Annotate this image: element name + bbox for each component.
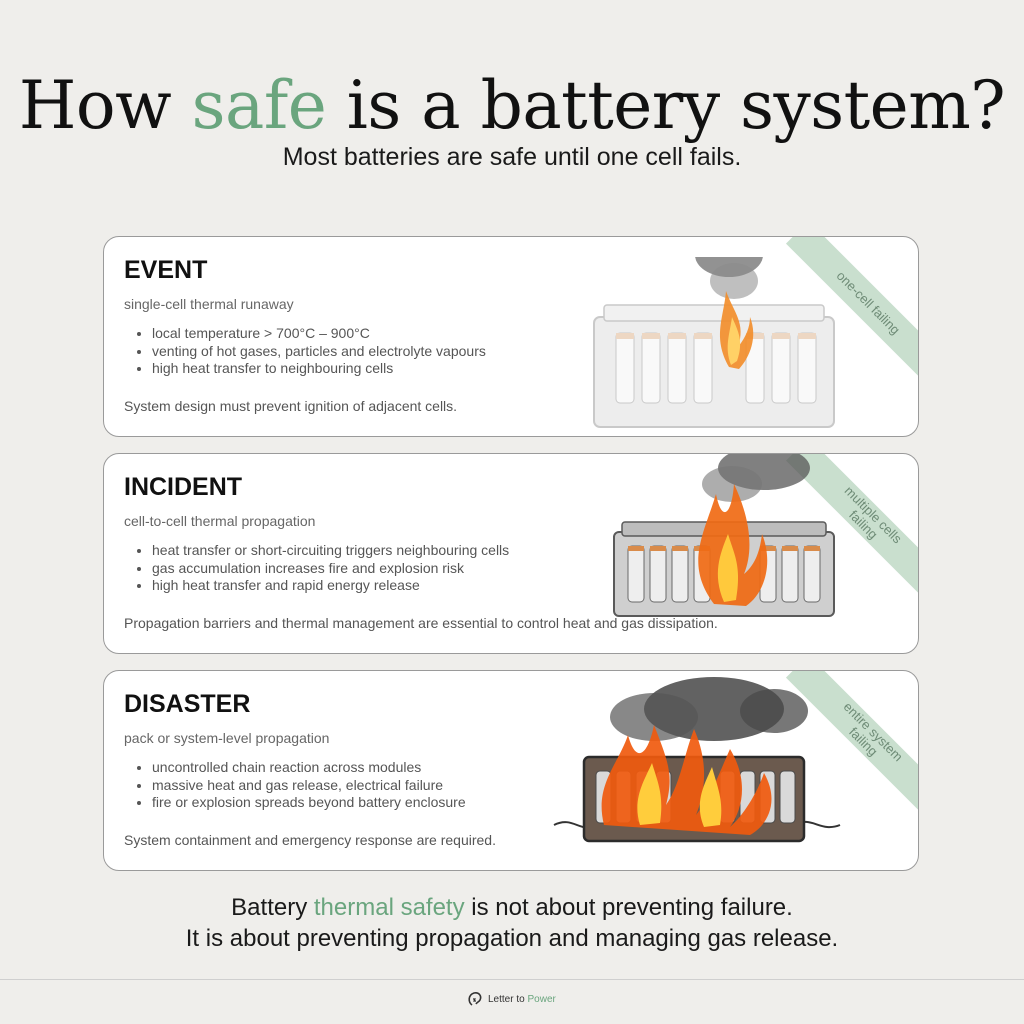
- card-bullet: high heat transfer to neighbouring cells: [152, 360, 486, 378]
- card-bullet-list: heat transfer or short-circuiting trigge…: [124, 542, 509, 595]
- footer-divider: [0, 979, 1024, 980]
- card-bullet: local temperature > 700°C – 900°C: [152, 325, 486, 343]
- card-note: Propagation barriers and thermal managem…: [124, 615, 718, 631]
- title-after: is a battery system?: [346, 67, 1006, 144]
- card-bullet: uncontrolled chain reaction across modul…: [152, 759, 466, 777]
- card-bullet: fire or explosion spreads beyond battery…: [152, 794, 466, 812]
- title-before: How: [18, 67, 172, 144]
- battery-multiple-cells-fire-illustration: [613, 454, 835, 617]
- card-heading: INCIDENT: [124, 473, 243, 501]
- card-subheading: single-cell thermal runaway: [124, 296, 294, 312]
- card-note: System containment and emergency respons…: [124, 832, 496, 848]
- title-accent: safe: [191, 67, 327, 144]
- card-bullet-list: uncontrolled chain reaction across modul…: [124, 759, 466, 812]
- card-bullet: venting of hot gases, particles and elec…: [152, 343, 486, 361]
- card-subheading: cell-to-cell thermal propagation: [124, 513, 316, 529]
- card-subheading: pack or system-level propagation: [124, 730, 330, 746]
- incident-card: INCIDENT cell-to-cell thermal propagatio…: [103, 453, 919, 654]
- brand-logo: Letter to Power: [466, 990, 556, 1008]
- brand-name-before: Letter to: [488, 993, 525, 1005]
- card-bullet-list: local temperature > 700°C – 900°C ventin…: [124, 325, 486, 378]
- card-heading: EVENT: [124, 256, 208, 284]
- brand-name-accent: Power: [527, 993, 556, 1005]
- power-ear-logo-icon: [468, 992, 482, 1006]
- card-bullet: gas accumulation increases fire and expl…: [152, 560, 509, 578]
- page-title: How safe is a battery system?: [0, 66, 1024, 146]
- disaster-card: DISASTER pack or system-level propagatio…: [103, 670, 919, 871]
- card-bullet: massive heat and gas release, electrical…: [152, 777, 466, 795]
- card-heading: DISASTER: [124, 690, 251, 718]
- footer-line-1: Battery thermal safety is not about prev…: [0, 893, 1024, 923]
- footer-line-2: It is about preventing propagation and m…: [185, 925, 839, 952]
- card-note: System design must prevent ignition of a…: [124, 398, 458, 414]
- footer-line1-before: Battery: [231, 894, 308, 921]
- card-bullet: heat transfer or short-circuiting trigge…: [152, 542, 509, 560]
- brand-name: Letter to Power: [488, 994, 556, 1005]
- battery-system-fire-illustration: [553, 677, 841, 843]
- footer-line1-after: is not about preventing failure.: [471, 894, 793, 921]
- page-subtitle: Most batteries are safe until one cell f…: [282, 143, 742, 171]
- footer-accent: thermal safety: [313, 894, 465, 921]
- card-bullet: high heat transfer and rapid energy rele…: [152, 577, 509, 595]
- battery-one-cell-fire-illustration: [593, 257, 835, 428]
- event-card: EVENT single-cell thermal runaway local …: [103, 236, 919, 437]
